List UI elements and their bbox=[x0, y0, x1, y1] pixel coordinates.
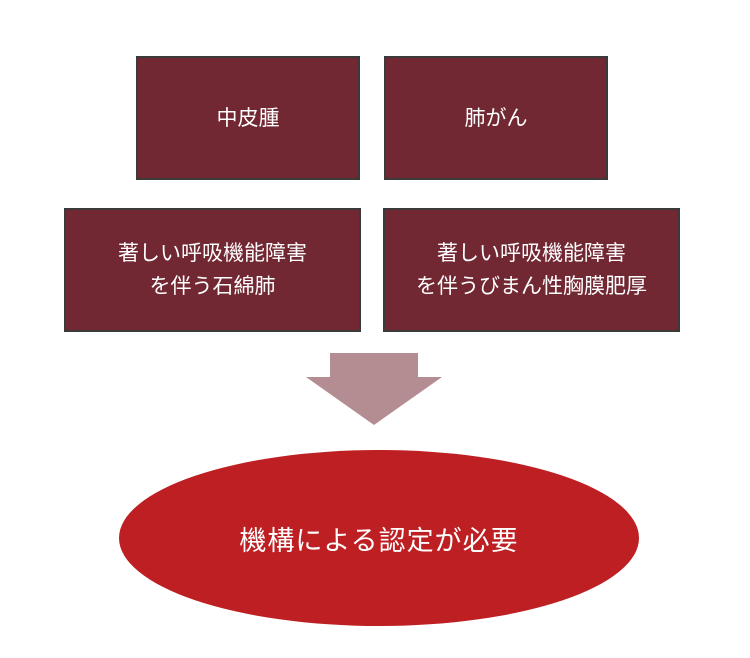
down-arrow-icon bbox=[306, 353, 442, 425]
condition-box-lung-cancer: 肺がん bbox=[384, 56, 608, 180]
condition-box-pleural-thickening: 著しい呼吸機能障害 を伴うびまん性胸膜肥厚 bbox=[383, 208, 680, 332]
condition-box-asbestosis: 著しい呼吸機能障害 を伴う石綿肺 bbox=[64, 208, 361, 332]
certification-required-ellipse: 機構による認定が必要 bbox=[119, 450, 639, 626]
certification-required-label: 機構による認定が必要 bbox=[239, 525, 519, 557]
condition-box-mesothelioma: 中皮腫 bbox=[136, 56, 360, 180]
